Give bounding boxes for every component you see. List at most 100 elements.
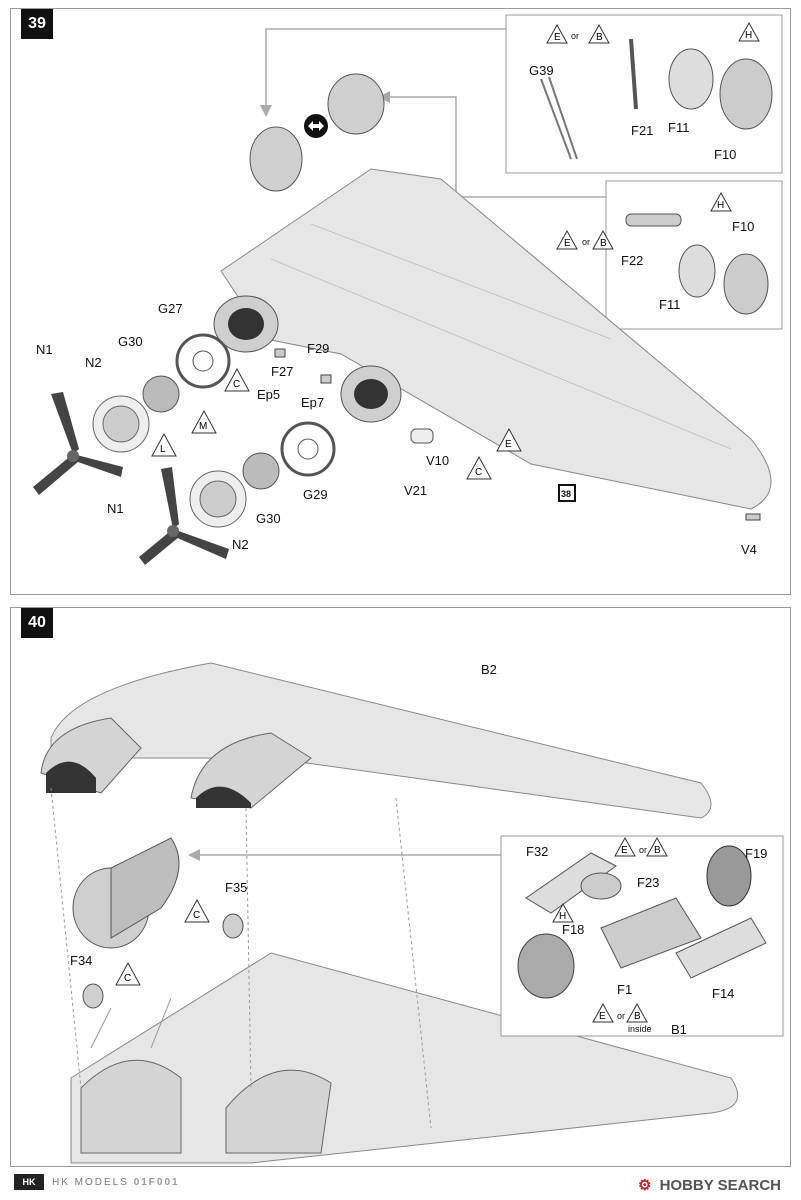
label-f14: F14 xyxy=(712,986,734,1001)
part-v4 xyxy=(745,513,761,521)
svg-text:E: E xyxy=(564,238,571,249)
wheel-hub-f11 xyxy=(668,48,714,110)
propeller-n1-b xyxy=(139,467,229,565)
nacelle-opening xyxy=(228,308,264,340)
watermark: ⚙ HOBBY SEARCH xyxy=(638,1176,781,1194)
or-word: or xyxy=(582,237,590,247)
panel-line xyxy=(270,258,732,450)
tire-f10-b xyxy=(723,253,769,315)
svg-text:E: E xyxy=(554,32,561,43)
paint-code-b: B xyxy=(626,1002,648,1023)
guide-line xyxy=(245,807,252,1089)
paint-code-h: H xyxy=(738,21,760,42)
label-n1: N1 xyxy=(36,342,53,357)
cowl-ring-hub xyxy=(192,350,214,372)
label-v21: V21 xyxy=(404,483,427,498)
floor-f1 xyxy=(600,897,702,969)
ref-step-box xyxy=(558,484,576,502)
footer-brand: HK MODELS 01F001 xyxy=(52,1177,180,1188)
inset-arrow-2 xyxy=(386,96,606,198)
paint-code-c: C xyxy=(224,367,250,392)
label-f21: F21 xyxy=(631,123,653,138)
wheel-hub-f11-b xyxy=(678,244,716,298)
guide-line xyxy=(395,797,432,1129)
upper-wing-b2 xyxy=(50,662,712,819)
arrow-head xyxy=(260,105,272,117)
panel-f14 xyxy=(675,917,767,979)
label-f32: F32 xyxy=(526,844,548,859)
paint-code-e: E xyxy=(496,427,522,452)
tire-f10 xyxy=(719,58,773,130)
cowling-n2-inner xyxy=(102,405,140,443)
paint-code-c: C xyxy=(466,455,492,480)
part-v21 xyxy=(410,428,434,444)
svg-text:E: E xyxy=(599,1011,606,1022)
label-f34: F34 xyxy=(70,953,92,968)
label-f23: F23 xyxy=(637,875,659,890)
label-n2-b: N2 xyxy=(232,537,249,552)
label-ep5: Ep5 xyxy=(257,387,280,402)
rib-lines xyxy=(90,997,172,1049)
strut-f21 xyxy=(629,38,638,110)
lower-nacelle-1 xyxy=(80,1059,182,1154)
arrow-head xyxy=(188,849,200,861)
brand-logo: HK xyxy=(14,1174,44,1190)
cowl-ring-g29 xyxy=(280,421,336,477)
main-wheel-alt xyxy=(327,73,385,135)
ref-step-number: 38 xyxy=(561,489,571,499)
part-f27 xyxy=(274,348,286,358)
cover-f32 xyxy=(525,852,617,914)
or-word: or xyxy=(617,1011,625,1021)
label-f10: F10 xyxy=(714,147,736,162)
bulkhead-f19 xyxy=(706,845,752,907)
step-40-illustration: E or B H E or B inside C C B2 B xyxy=(40,662,784,1164)
svg-text:B: B xyxy=(654,845,661,856)
svg-text:H: H xyxy=(717,200,724,211)
guide-line xyxy=(50,787,82,1089)
label-f19: F19 xyxy=(745,846,767,861)
svg-text:B: B xyxy=(596,32,603,43)
label-f11-b: F11 xyxy=(659,297,680,312)
wing-body xyxy=(220,168,772,510)
or-word: or xyxy=(571,31,579,41)
label-v4: V4 xyxy=(741,542,757,557)
label-f18: F18 xyxy=(562,922,584,937)
label-b2: B2 xyxy=(481,662,497,677)
step-40-panel: 40 E xyxy=(10,607,791,1167)
tank-f23 xyxy=(580,872,622,900)
cowling-n2-b-inner xyxy=(199,480,237,518)
plug-f35 xyxy=(222,913,244,939)
label-f10-b: F10 xyxy=(732,219,754,234)
label-f29: F29 xyxy=(307,341,329,356)
label-g27: G27 xyxy=(158,301,183,316)
cowl-ring-hub xyxy=(297,438,319,460)
label-g30: G30 xyxy=(118,334,143,349)
propeller-n1 xyxy=(33,392,123,495)
step-39-panel: 39 xyxy=(10,8,791,595)
label-n2: N2 xyxy=(85,355,102,370)
nacelle-opening xyxy=(46,761,96,793)
main-wheel xyxy=(249,126,303,192)
or-word: or xyxy=(639,845,647,855)
svg-text:C: C xyxy=(475,467,482,478)
paint-code-h: H xyxy=(710,191,732,212)
lower-nacelle-2 xyxy=(225,1069,332,1154)
nacelle-opening xyxy=(354,379,388,409)
svg-text:M: M xyxy=(199,421,207,432)
paint-code-e: E xyxy=(556,229,578,250)
svg-text:E: E xyxy=(621,845,628,856)
paint-code-c: C xyxy=(115,961,141,986)
svg-text:C: C xyxy=(193,910,200,921)
radial-engine-g30 xyxy=(142,375,180,413)
label-f35: F35 xyxy=(225,880,247,895)
watermark-logo-icon: ⚙ xyxy=(637,1177,652,1194)
paint-code-e: E xyxy=(592,1002,614,1023)
step-39-illustration: E or B H E or B H C M xyxy=(33,14,783,565)
nacelle-insert-side xyxy=(110,837,180,939)
page-footer: HK HK MODELS 01F001 ⚙ HOBBY SEARCH xyxy=(10,1174,789,1196)
paint-code-b: B xyxy=(646,836,668,857)
panel-line xyxy=(310,223,612,340)
svg-text:C: C xyxy=(124,973,131,984)
svg-text:B: B xyxy=(634,1011,641,1022)
axle-f22 xyxy=(625,213,682,227)
